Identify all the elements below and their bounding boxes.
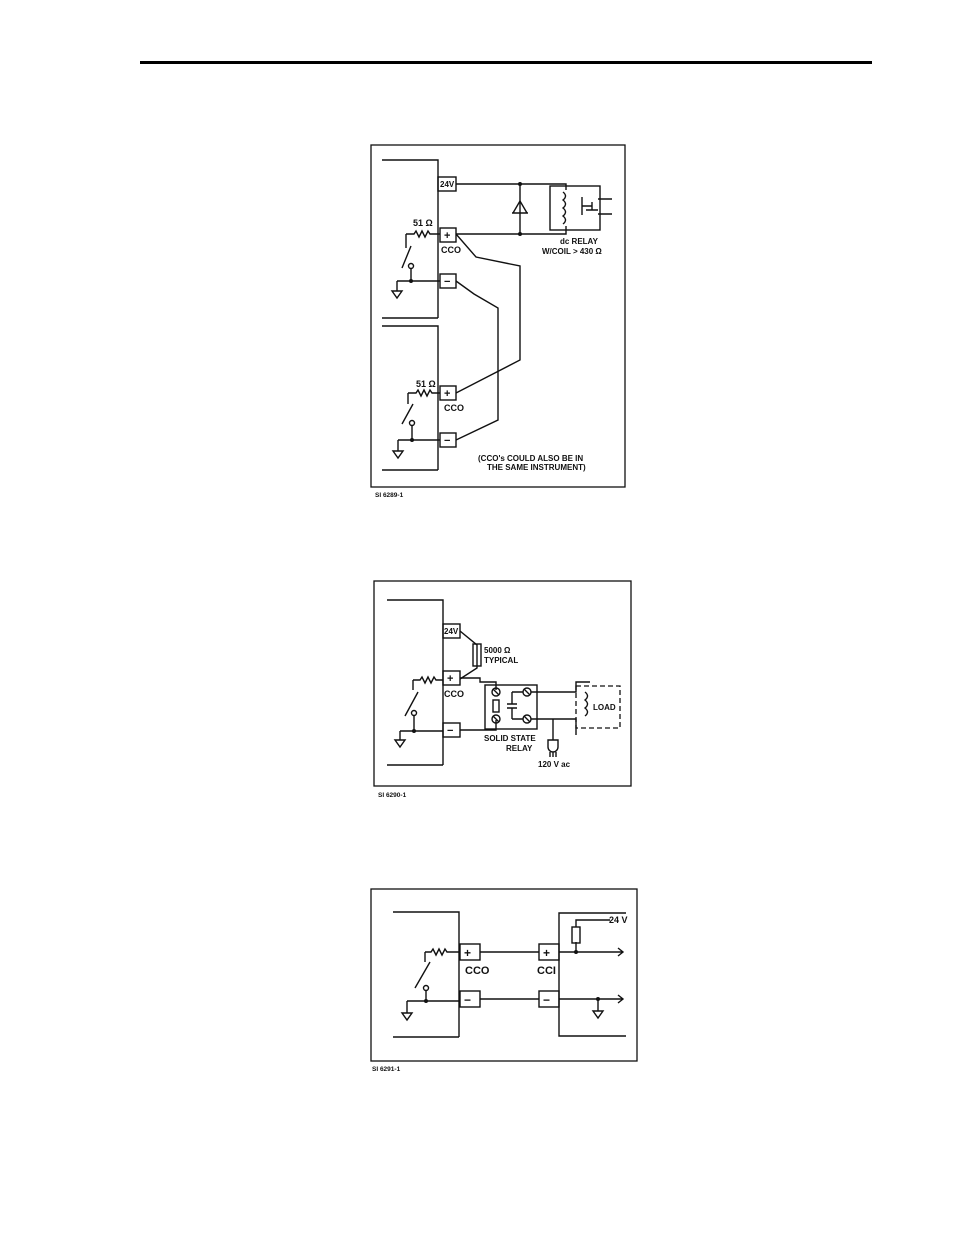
label-ssr-line1: SOLID STATE bbox=[484, 734, 536, 743]
label-plus-top: + bbox=[444, 230, 450, 242]
label-cco: CCO bbox=[444, 689, 464, 699]
ssr-input-element bbox=[493, 700, 499, 712]
resistor-top bbox=[406, 231, 440, 237]
wire-pullup bbox=[576, 920, 610, 952]
label-24v: 24V bbox=[440, 180, 455, 189]
ground-icon bbox=[393, 440, 403, 458]
wire-cci-outputs bbox=[559, 948, 623, 1003]
ssr-capacitor-icon bbox=[507, 692, 523, 719]
switch-contact bbox=[424, 986, 429, 991]
ground-icon bbox=[402, 1001, 412, 1020]
wire-pullup bbox=[460, 631, 477, 679]
note-line1: (CCO's COULD ALSO BE IN bbox=[478, 454, 583, 463]
plug-icon bbox=[548, 740, 558, 757]
label-plus-bottom: + bbox=[444, 388, 450, 400]
wire-ground bbox=[407, 991, 460, 1001]
label-cco: CCO bbox=[465, 965, 490, 977]
label-24v: 24 V bbox=[609, 915, 628, 925]
label-minus: − bbox=[447, 725, 453, 737]
switch-contact-bottom bbox=[410, 421, 415, 426]
figure-2-code: SI 6290-1 bbox=[378, 792, 407, 799]
instrument-2-outline bbox=[382, 326, 438, 470]
instrument-cci-outline bbox=[559, 913, 626, 1036]
figure-3-frame bbox=[371, 889, 637, 1061]
switch-contact bbox=[412, 711, 417, 716]
instrument-cco-outline bbox=[393, 912, 459, 1037]
switch-blade bbox=[415, 962, 430, 988]
ground-icon bbox=[392, 281, 402, 298]
label-plus-cco: + bbox=[464, 946, 471, 960]
junction-cci-plus bbox=[574, 950, 578, 954]
figure-1-code: SI 6289-1 bbox=[375, 492, 404, 499]
figure-3-code: SI 6291-1 bbox=[372, 1066, 401, 1073]
label-load: LOAD bbox=[593, 703, 616, 712]
pullup-resistor bbox=[572, 927, 580, 943]
label-cco-top: CCO bbox=[441, 245, 461, 255]
ground-icon bbox=[593, 999, 603, 1018]
junction bbox=[424, 999, 428, 1003]
wire-ground bbox=[400, 716, 443, 731]
load-coil-icon bbox=[585, 692, 588, 716]
label-resistor-bottom: 51 Ω bbox=[416, 379, 436, 389]
relay-coil-icon bbox=[563, 192, 566, 224]
label-ssr-line2: RELAY bbox=[506, 744, 533, 753]
label-pullup-line1: 5000 Ω bbox=[484, 646, 511, 655]
label-pullup-line2: TYPICAL bbox=[484, 656, 518, 665]
label-minus-cci: − bbox=[543, 993, 550, 1007]
resistor bbox=[425, 949, 460, 955]
junction bbox=[412, 729, 416, 733]
wire-minus-cross bbox=[456, 281, 498, 440]
junction-bottom bbox=[410, 438, 414, 442]
resistor-bottom bbox=[408, 390, 440, 396]
note-line2: THE SAME INSTRUMENT) bbox=[487, 463, 586, 472]
instrument-1-outline bbox=[382, 160, 438, 318]
label-cco-bottom: CCO bbox=[444, 403, 464, 413]
label-relay-line1: dc RELAY bbox=[560, 237, 599, 246]
wire-plus-ssr bbox=[460, 678, 496, 690]
label-minus-top: − bbox=[444, 276, 450, 288]
wire-plus-cross bbox=[456, 234, 520, 393]
switch-contact-top bbox=[409, 264, 414, 269]
label-resistor-top: 51 Ω bbox=[413, 218, 433, 228]
label-minus-cco: − bbox=[464, 993, 471, 1007]
label-plus: + bbox=[447, 673, 453, 685]
figure-2-cco-to-ssr: 24V 5000 Ω TYPICAL + CCO − SOLID STATE R… bbox=[374, 581, 631, 799]
label-relay-line2: W/COIL > 430 Ω bbox=[542, 247, 602, 256]
wire-ground-top bbox=[397, 268, 440, 281]
junction-diode-bottom bbox=[518, 232, 522, 236]
junction-top bbox=[409, 279, 413, 283]
label-minus-bottom: − bbox=[444, 435, 450, 447]
label-plus-cci: + bbox=[543, 946, 550, 960]
figure-3-cco-to-cci: + CCO − + CCI − 24 V SI 6291-1 bbox=[371, 889, 637, 1073]
resistor bbox=[413, 677, 443, 683]
wire-ground-bottom bbox=[398, 425, 440, 440]
label-24v: 24V bbox=[444, 627, 459, 636]
wire-load bbox=[531, 682, 590, 740]
label-supply: 120 V ac bbox=[538, 760, 571, 769]
figure-1-cco-to-dc-relay: 24V + CCO − 51 Ω dc RELAY W/COIL > 430 Ω… bbox=[371, 145, 625, 499]
ground-icon bbox=[395, 731, 405, 747]
junction-diode-top bbox=[518, 182, 522, 186]
label-cci: CCI bbox=[537, 965, 556, 977]
relay-contact-icon bbox=[582, 197, 612, 215]
